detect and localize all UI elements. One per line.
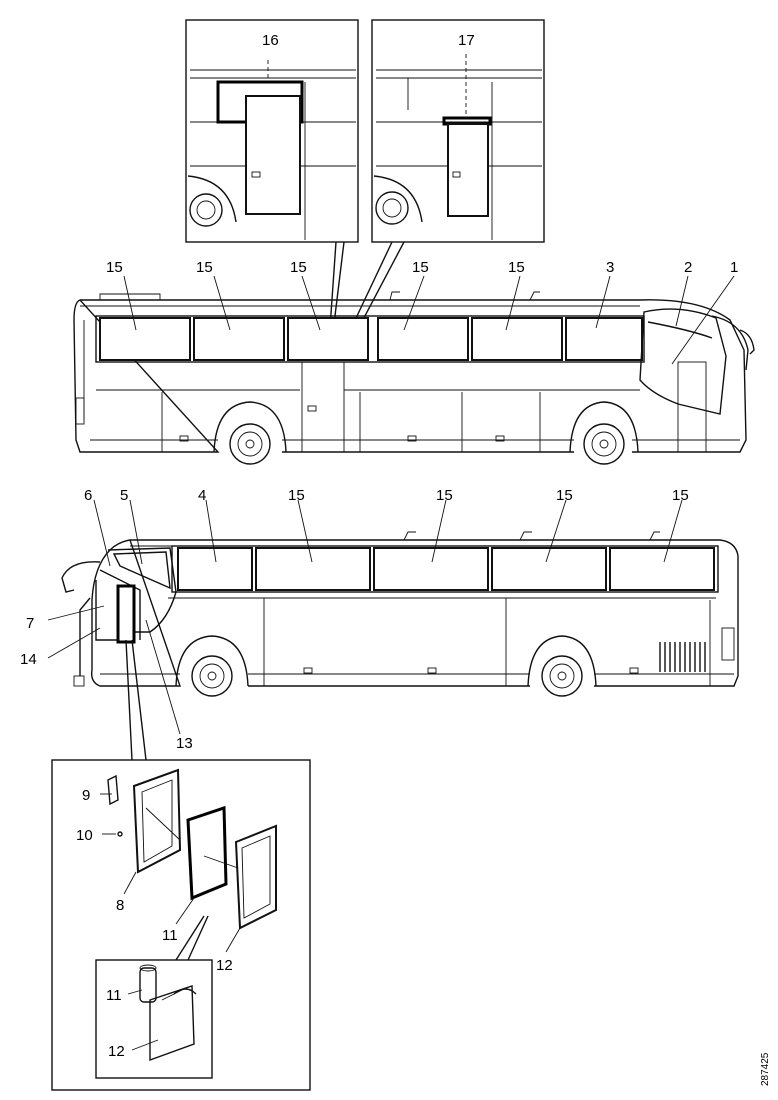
callout-2: 2	[684, 259, 692, 276]
inset-panel-16	[185, 19, 359, 243]
callout-15: 15	[556, 487, 573, 504]
callout-10: 10	[76, 827, 93, 844]
callout-12: 12	[216, 957, 233, 974]
callout-labels: 16 17 15 15 15 15 15 3 2 1 6 5 4 15 15 1…	[20, 32, 738, 1060]
callout-17: 17	[458, 32, 475, 49]
callout-11: 11	[162, 927, 178, 944]
callout-3: 3	[606, 259, 614, 276]
detail-box-window-assembly	[51, 759, 311, 1091]
inset-panel-17	[371, 19, 545, 243]
engine-grille	[659, 642, 706, 672]
callout-5: 5	[120, 487, 128, 504]
callout-16: 16	[262, 32, 279, 49]
bus-side-view-lower	[61, 531, 739, 697]
callout-13: 13	[176, 735, 193, 752]
callout-15: 15	[288, 487, 305, 504]
callout-15: 15	[196, 259, 213, 276]
callout-15: 15	[508, 259, 525, 276]
callout-9: 9	[82, 787, 90, 804]
callout-15: 15	[672, 487, 689, 504]
figure-code: 287425	[760, 1052, 771, 1086]
callout-6: 6	[84, 487, 92, 504]
bus-side-view-upper	[73, 291, 755, 465]
callout-4: 4	[198, 487, 206, 504]
callout-15: 15	[436, 487, 453, 504]
callout-12: 12	[108, 1043, 125, 1060]
callout-8: 8	[116, 897, 124, 914]
callout-1: 1	[730, 259, 738, 276]
callout-15: 15	[412, 259, 429, 276]
callout-15: 15	[106, 259, 123, 276]
callout-15: 15	[290, 259, 307, 276]
callout-7: 7	[26, 615, 34, 632]
callout-14: 14	[20, 651, 37, 668]
callout-11: 11	[106, 987, 122, 1004]
